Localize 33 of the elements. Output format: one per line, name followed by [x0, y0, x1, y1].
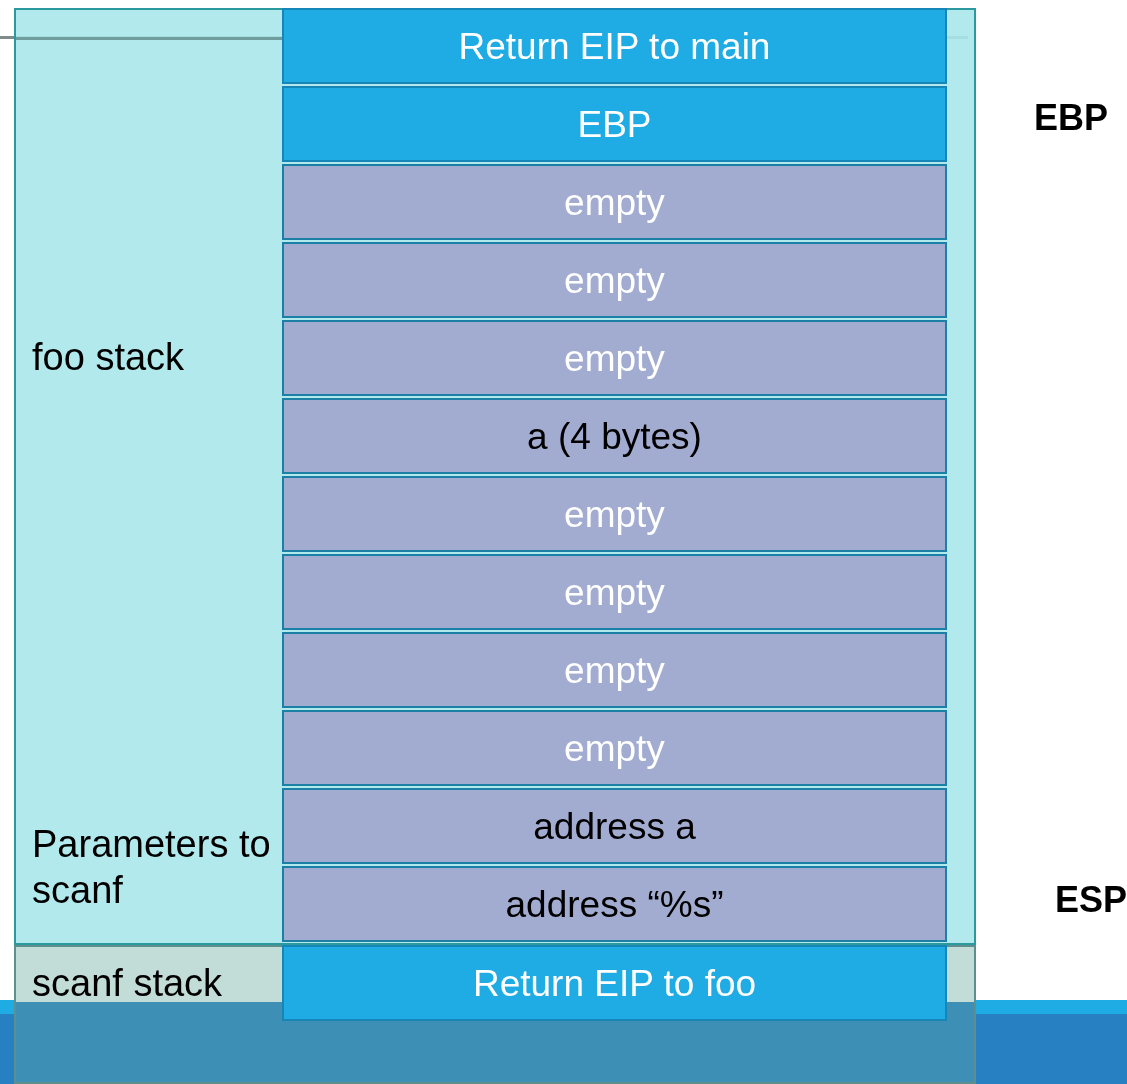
stack-cell: [282, 945, 947, 1021]
stack-cell: [282, 632, 947, 708]
stack-cell: [282, 710, 947, 786]
frame-label: foo stack: [32, 335, 186, 380]
stack-cell: [282, 398, 947, 474]
frame-label: Parameters to scanf: [32, 822, 272, 913]
frame-label: scanf stack: [32, 961, 224, 1006]
stack-frame-panel: [14, 945, 976, 1084]
cell-text: address a: [533, 807, 696, 845]
register-label: ESP: [1055, 882, 1127, 918]
cell-text: empty: [564, 729, 665, 767]
cell-text: empty: [564, 339, 665, 377]
cell-text: address “%s”: [505, 885, 724, 923]
stack-cell: [282, 320, 947, 396]
cell-text: a (4 bytes): [527, 417, 702, 455]
stack-cell: [282, 8, 947, 84]
register-label: EBP: [1034, 100, 1109, 136]
stack-cell: [282, 86, 947, 162]
stack-cell: [282, 476, 947, 552]
cell-text: empty: [564, 573, 665, 611]
stack-cell: [282, 164, 947, 240]
cell-text: Return EIP to main: [458, 27, 771, 65]
stack-cell: [282, 554, 947, 630]
cell-text: empty: [564, 651, 665, 689]
stack-frame-panel: [14, 8, 976, 945]
cell-text: empty: [564, 261, 665, 299]
cell-text: Return EIP to foo: [472, 964, 757, 1002]
cell-text: EBP: [577, 105, 652, 143]
stack-cell: [282, 242, 947, 318]
cell-text: empty: [564, 495, 665, 533]
cell-text: empty: [564, 183, 665, 221]
stack-cell: [282, 866, 947, 942]
stack-cell: [282, 788, 947, 864]
